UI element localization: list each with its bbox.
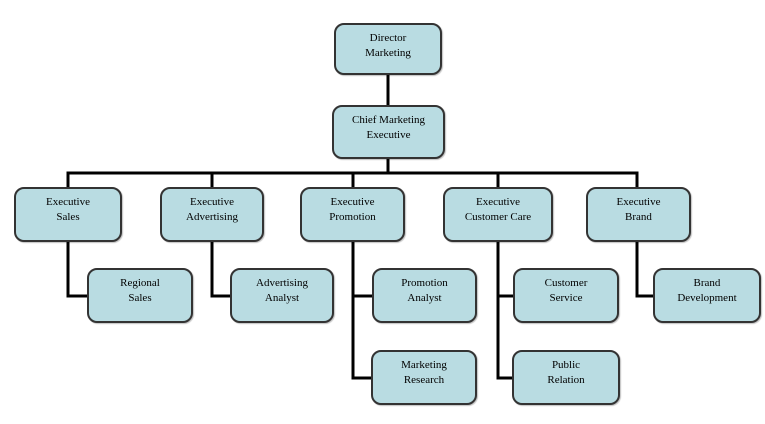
- node-chief-marketing-executive-label: Chief Marketing Executive: [351, 114, 425, 141]
- node-marketing-research[interactable]: Marketing Research: [371, 350, 477, 405]
- node-public-relation[interactable]: Public Relation: [512, 350, 620, 405]
- node-promotion-analyst-label: Promotion Analyst: [401, 277, 448, 304]
- node-regional-sales[interactable]: Regional Sales: [87, 268, 193, 323]
- node-customer-service-label: Customer Service: [544, 277, 588, 304]
- node-executive-advertising[interactable]: Executive Advertising: [160, 187, 264, 242]
- node-brand-development-label: Brand Development: [677, 277, 737, 304]
- node-public-relation-label: Public Relation: [547, 359, 585, 386]
- node-advertising-analyst-label: Advertising Analyst: [256, 277, 308, 304]
- node-marketing-research-label: Marketing Research: [401, 359, 447, 386]
- connector-brand-development: [635, 241, 654, 298]
- node-brand-development[interactable]: Brand Development: [653, 268, 761, 323]
- node-executive-sales[interactable]: Executive Sales: [14, 187, 122, 242]
- node-promotion-analyst[interactable]: Promotion Analyst: [372, 268, 477, 323]
- node-executive-customer-care-label: Executive Customer Care: [464, 196, 532, 223]
- node-executive-promotion[interactable]: Executive Promotion: [300, 187, 405, 242]
- node-chief-marketing-executive[interactable]: Chief Marketing Executive: [332, 105, 445, 159]
- node-director-marketing-label: Director Marketing: [365, 32, 411, 59]
- connector-customer-spine: [496, 241, 513, 380]
- node-advertising-analyst[interactable]: Advertising Analyst: [230, 268, 334, 323]
- node-customer-service[interactable]: Customer Service: [513, 268, 619, 323]
- node-regional-sales-label: Regional Sales: [120, 277, 160, 304]
- node-executive-brand[interactable]: Executive Brand: [586, 187, 691, 242]
- node-executive-brand-label: Executive Brand: [616, 196, 661, 223]
- node-director-marketing[interactable]: Director Marketing: [334, 23, 442, 75]
- connector-sales-regional: [66, 241, 88, 298]
- connector-advertising-analyst: [210, 241, 231, 298]
- node-executive-promotion-label: Executive Promotion: [329, 196, 376, 223]
- node-executive-customer-care[interactable]: Executive Customer Care: [443, 187, 553, 242]
- node-executive-advertising-label: Executive Advertising: [186, 196, 238, 223]
- connector-promotion-spine: [351, 241, 372, 380]
- node-executive-sales-label: Executive Sales: [46, 196, 90, 223]
